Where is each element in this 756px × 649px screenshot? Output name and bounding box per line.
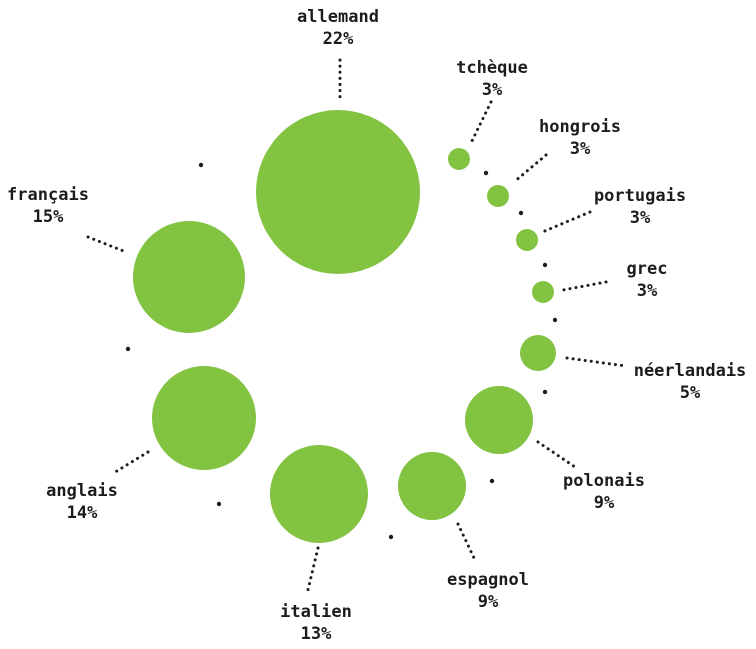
bubble-value-portugais: 3% — [630, 208, 651, 228]
bubble-neerlandais — [520, 335, 556, 371]
separator-dot — [489, 478, 495, 484]
leader-line-anglais — [110, 450, 150, 476]
bubble-value-tcheque: 3% — [482, 80, 503, 100]
separator-dot — [542, 262, 548, 268]
bubble-value-francais: 15% — [33, 207, 64, 227]
bubble-value-italien: 13% — [301, 624, 332, 644]
separator-dot — [483, 170, 489, 176]
leader-line-espagnol — [456, 522, 477, 562]
bubble-francais — [133, 221, 245, 333]
bubble-label-grec: grec — [627, 259, 668, 279]
leader-line-portugais — [538, 210, 592, 235]
bubble-value-espagnol: 9% — [478, 592, 499, 612]
bubble-value-hongrois: 3% — [570, 139, 591, 159]
separator-dot — [125, 346, 131, 352]
bubble-anglais — [152, 366, 256, 470]
bubble-value-neerlandais: 5% — [680, 383, 701, 403]
bubble-allemand — [256, 110, 420, 274]
bubble-hongrois — [487, 185, 509, 207]
bubble-label-neerlandais: néerlandais — [634, 361, 747, 381]
bubble-italien — [270, 445, 368, 543]
bubble-label-allemand: allemand — [297, 7, 379, 27]
bubble-value-allemand: 22% — [323, 29, 354, 49]
leader-line-italien — [305, 546, 320, 596]
leader-line-polonais — [536, 440, 577, 469]
leader-line-grec — [561, 280, 608, 292]
bubble-value-anglais: 14% — [67, 503, 98, 523]
bubble-value-grec: 3% — [637, 281, 658, 301]
bubble-label-polonais: polonais — [563, 471, 645, 491]
separator-dot — [198, 162, 204, 168]
bubble-label-portugais: portugais — [594, 186, 686, 206]
separator-dot — [388, 534, 394, 540]
bubble-tcheque — [448, 148, 470, 170]
bubble-portugais — [516, 229, 538, 251]
leader-line-tcheque — [468, 100, 493, 147]
bubble-grec — [532, 281, 554, 303]
bubble-value-polonais: 9% — [594, 493, 615, 513]
leader-line-francais — [86, 235, 128, 254]
leader-line-hongrois — [512, 153, 548, 184]
bubble-espagnol — [398, 452, 466, 520]
bubble-label-francais: français — [7, 185, 89, 205]
bubble-label-tcheque: tchèque — [456, 58, 528, 78]
separator-dot — [518, 210, 524, 216]
bubble-label-italien: italien — [280, 602, 352, 622]
separator-dot — [552, 317, 558, 323]
bubble-label-hongrois: hongrois — [539, 117, 621, 137]
separator-dot — [542, 389, 548, 395]
separator-dot — [216, 501, 222, 507]
bubble-label-espagnol: espagnol — [447, 570, 529, 590]
bubble-label-anglais: anglais — [46, 481, 118, 501]
bubble-polonais — [465, 386, 533, 454]
leader-line-neerlandais — [565, 356, 628, 368]
